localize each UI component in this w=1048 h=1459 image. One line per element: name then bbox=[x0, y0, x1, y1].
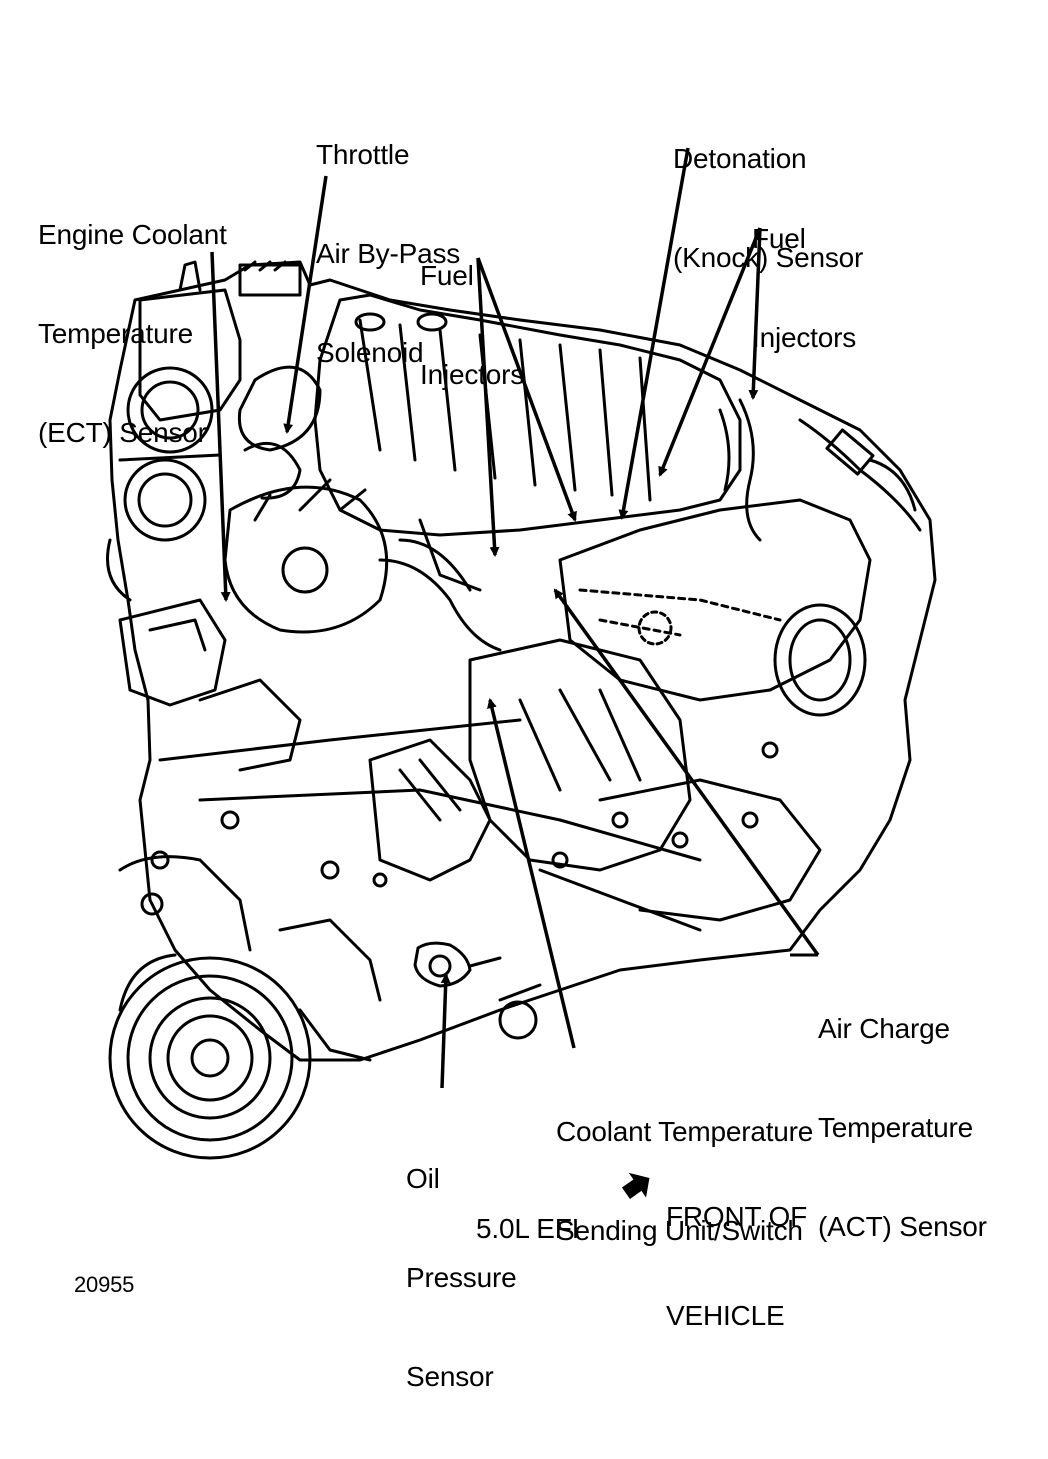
label-oil-pressure-sensor-line-1: Oil bbox=[406, 1163, 440, 1194]
label-fuel-injectors-left-line-1: Fuel bbox=[420, 260, 474, 291]
label-fuel-injectors-left-line-2: Injectors bbox=[420, 359, 525, 390]
label-throttle-bypass-line-2: Air By-Pass bbox=[316, 238, 461, 269]
arrow-coolant-sending-unit bbox=[487, 698, 576, 1049]
arrow-fuel-injectors-left-a bbox=[476, 257, 500, 557]
arrow-knock-sensor bbox=[618, 147, 690, 520]
label-ect-sensor-line-1: Engine Coolant bbox=[38, 219, 227, 250]
label-knock-sensor-line-1: Detonation bbox=[673, 143, 807, 174]
engine-line-drawing bbox=[106, 147, 937, 1199]
label-fuel-injectors-right-line-1: Fuel bbox=[752, 223, 806, 254]
label-act-sensor-line-2: Temperature bbox=[818, 1112, 973, 1143]
label-ect-sensor-line-3: (ECT) Sensor bbox=[38, 417, 207, 448]
label-coolant-sending-unit: Coolant Temperature Sending Unit/Switch bbox=[556, 1049, 813, 1313]
arrow-act-sensor bbox=[553, 588, 820, 957]
arrow-throttle-bypass bbox=[283, 175, 328, 434]
label-ect-sensor-line-2: Temperature bbox=[38, 318, 193, 349]
label-coolant-sending-unit-line-2: Sending Unit/Switch bbox=[556, 1215, 803, 1246]
front-arrow-icon bbox=[621, 1172, 650, 1199]
label-act-sensor: Air Charge Temperature (ACT) Sensor bbox=[818, 946, 987, 1309]
engine-body bbox=[106, 260, 937, 1160]
label-fuel-injectors-left: Fuel Injectors bbox=[420, 193, 524, 457]
arrow-fuel-injectors-right-b bbox=[748, 227, 762, 400]
engine-diagram: Engine Coolant Temperature (ECT) Sensor … bbox=[38, 72, 987, 1392]
label-front-of-vehicle-line-1: FRONT OF bbox=[666, 1201, 807, 1232]
figure-number: 20955 bbox=[74, 1272, 135, 1297]
arrow-ect-sensor bbox=[210, 251, 231, 602]
label-fuel-injectors-right-line-2: Injectors bbox=[752, 322, 857, 353]
arrow-fuel-injectors-left-b bbox=[476, 257, 577, 522]
label-throttle-bypass-line-3: Solenoid bbox=[316, 337, 424, 368]
label-oil-pressure-sensor-line-3: Sensor bbox=[406, 1361, 494, 1392]
label-knock-sensor-line-2: (Knock) Sensor bbox=[673, 242, 864, 273]
arrow-oil-pressure-sensor bbox=[440, 973, 451, 1089]
label-throttle-bypass-line-1: Throttle bbox=[316, 139, 410, 170]
label-knock-sensor: Detonation (Knock) Sensor bbox=[673, 76, 863, 340]
label-oil-pressure-sensor: Oil Pressure Sensor bbox=[406, 1096, 517, 1459]
label-act-sensor-line-1: Air Charge bbox=[818, 1013, 950, 1044]
label-front-of-vehicle-line-2: VEHICLE bbox=[666, 1300, 785, 1331]
leader-arrows bbox=[210, 147, 820, 1089]
label-coolant-sending-unit-line-1: Coolant Temperature bbox=[556, 1116, 814, 1147]
arrow-fuel-injectors-right-a bbox=[658, 227, 762, 477]
label-fuel-injectors-right: Fuel Injectors bbox=[752, 156, 856, 420]
label-front-of-vehicle: FRONT OF VEHICLE bbox=[666, 1134, 807, 1398]
label-throttle-bypass: Throttle Air By-Pass Solenoid bbox=[316, 72, 460, 435]
label-act-sensor-line-3: (ACT) Sensor bbox=[818, 1211, 987, 1242]
label-ect-sensor: Engine Coolant Temperature (ECT) Sensor bbox=[38, 152, 227, 515]
diagram-caption: 5.0L EFI bbox=[476, 1213, 580, 1244]
label-oil-pressure-sensor-line-2: Pressure bbox=[406, 1262, 517, 1293]
